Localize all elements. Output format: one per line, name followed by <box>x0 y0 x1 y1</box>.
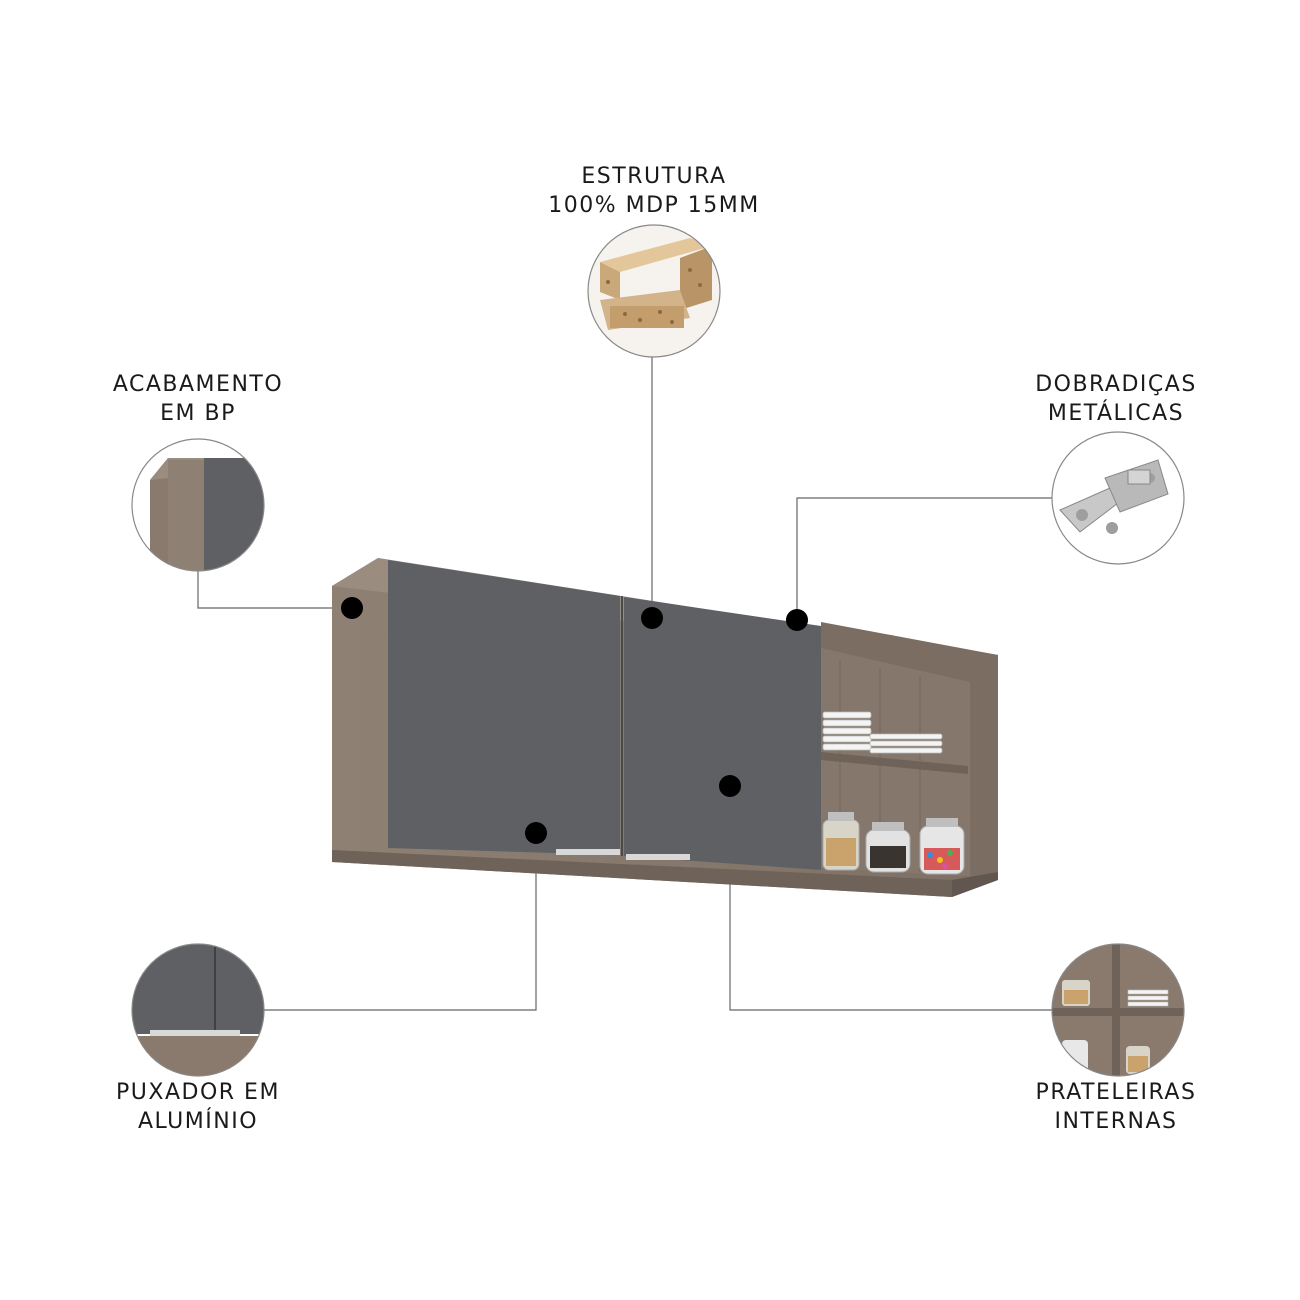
metal-hinge-icon <box>1051 431 1185 565</box>
marker-dobradicas <box>786 609 808 631</box>
label-estrutura-line2: 100% MDP 15MM <box>548 193 760 218</box>
label-dobradicas: DOBRADIÇAS METÁLICAS <box>1014 370 1218 428</box>
internal-shelves-icon <box>1051 943 1185 1077</box>
label-prateleiras-line1: PRATELEIRAS <box>1035 1080 1197 1105</box>
label-dobradicas-line2: METÁLICAS <box>1047 401 1185 426</box>
door-handle-right <box>626 854 690 860</box>
label-acabamento-line1: ACABAMENTO <box>112 372 284 397</box>
wall-cabinet <box>332 558 998 897</box>
door-handle-left <box>556 849 620 855</box>
label-puxador-line1: PUXADOR EM <box>116 1080 280 1105</box>
bp-finish-icon <box>131 438 265 572</box>
label-prateleiras-line2: INTERNAS <box>1054 1109 1178 1134</box>
mdp-board-icon <box>587 224 721 358</box>
door-left <box>388 560 620 855</box>
label-puxador-line2: ALUMÍNIO <box>137 1109 259 1134</box>
label-estrutura: ESTRUTURA 100% MDP 15MM <box>530 162 778 220</box>
feature-markers <box>341 597 808 844</box>
plates <box>822 711 943 754</box>
label-prateleiras: PRATELEIRAS INTERNAS <box>1014 1078 1218 1136</box>
jars <box>822 812 965 875</box>
aluminum-handle-icon <box>131 943 265 1077</box>
label-acabamento-line2: EM BP <box>160 401 236 426</box>
marker-puxador <box>525 822 547 844</box>
open-niche <box>821 622 998 880</box>
label-dobradicas-line1: DOBRADIÇAS <box>1035 372 1197 397</box>
label-acabamento: ACABAMENTO EM BP <box>96 370 300 428</box>
marker-estrutura <box>641 607 663 629</box>
label-puxador: PUXADOR EM ALUMÍNIO <box>96 1078 300 1136</box>
marker-prateleiras <box>719 775 741 797</box>
marker-acabamento <box>341 597 363 619</box>
door-right <box>624 597 821 870</box>
internal-shelf <box>821 752 968 774</box>
label-estrutura-line1: ESTRUTURA <box>581 164 727 189</box>
